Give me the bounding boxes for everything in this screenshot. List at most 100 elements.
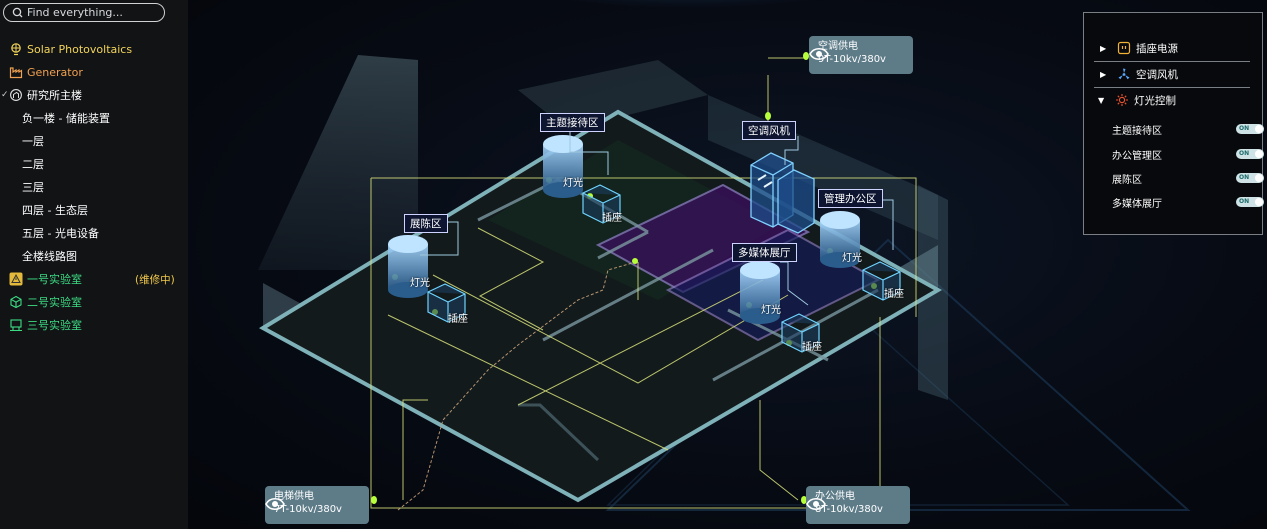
toggle-switch[interactable]: ON (1236, 149, 1264, 159)
power-spec: 9T-10kv/380v (818, 54, 886, 65)
maintenance-badge: (维修中) (135, 274, 175, 286)
zone-tag-ac-fan[interactable]: 空调风机 (742, 121, 796, 140)
toggle-knob (1255, 125, 1263, 133)
power-name: 办公供电 (815, 491, 855, 502)
eye-icon[interactable] (806, 495, 826, 513)
light-row-label: 主题接待区 (1112, 125, 1162, 137)
zone-tag-exhibition[interactable]: 展陈区 (404, 214, 448, 233)
sidebar: Solar Photovoltaics Generator ✓ 研究所主楼 负一… (0, 0, 188, 529)
eye-icon[interactable] (809, 45, 829, 63)
section-label: 灯光控制 (1134, 94, 1176, 107)
socket-icon (1117, 41, 1131, 55)
power-spec: 7T-10kv/380v (274, 504, 342, 515)
light-label: 灯光 (761, 305, 781, 316)
divider (1094, 61, 1250, 62)
tree-item-floor-4[interactable]: 四层 - 生态层 (22, 200, 88, 220)
toggle-switch[interactable]: ON (1236, 173, 1264, 183)
section-label: 插座电源 (1136, 42, 1178, 55)
section-ac-fan[interactable]: ▶ 空调风机 (1084, 62, 1262, 86)
toggle-state: ON (1239, 125, 1250, 132)
top-glow (498, 0, 878, 40)
warning-icon (9, 272, 23, 286)
toggle-switch[interactable]: ON (1236, 197, 1264, 207)
light-row-reception: 主题接待区 ON (1112, 120, 1264, 138)
power-card-office[interactable]: 办公供电 8T-10kv/380v (806, 486, 910, 524)
tree-item-solar-photovoltaics[interactable]: Solar Photovoltaics (9, 39, 132, 59)
tree-item-lab-3[interactable]: 三号实验室 (9, 315, 82, 335)
socket-boxes (427, 184, 901, 353)
tree-item-label: 全楼线路图 (22, 250, 77, 263)
light-row-exhibition: 展陈区 ON (1112, 169, 1264, 187)
socket-label: 插座 (448, 314, 468, 325)
tree-item-floor-1[interactable]: 一层 (22, 131, 44, 151)
tree-item-label: Solar Photovoltaics (27, 42, 133, 56)
factory-icon (9, 67, 23, 79)
light-row-label: 展陈区 (1112, 174, 1142, 186)
tree-item-label: 二号实验室 (27, 296, 82, 309)
tree-item-label: 负一楼 - 储能装置 (22, 112, 110, 125)
back-wall-top (518, 60, 708, 130)
tree-item-floor-3[interactable]: 三层 (22, 177, 44, 197)
tree-item-wiring[interactable]: 全楼线路图 (22, 246, 77, 266)
light-office (820, 211, 860, 268)
toggle-knob (1255, 150, 1263, 158)
power-spec: 8T-10kv/380v (815, 504, 883, 515)
toggle-state: ON (1239, 198, 1250, 205)
light-row-office: 办公管理区 ON (1112, 145, 1264, 163)
zone-tag-multimedia[interactable]: 多媒体展厅 (732, 243, 797, 262)
tree-item-label: 三号实验室 (27, 319, 82, 332)
light-label: 灯光 (842, 253, 862, 264)
light-row-label: 多媒体展厅 (1112, 198, 1162, 210)
fan-icon (1118, 68, 1130, 80)
ac-units (750, 152, 815, 234)
chevron-down-icon[interactable]: ✓ (1, 90, 9, 100)
tree-item-lab-2[interactable]: 二号实验室 (9, 292, 82, 312)
back-wall (258, 55, 418, 270)
wires (370, 57, 917, 509)
control-panel: ▶ 插座电源 ▶ 空调风机 ▼ 灯光控制 主题接待区 ON 办公管理区 ON 展… (1083, 12, 1264, 235)
zone-tag-office[interactable]: 管理办公区 (818, 189, 883, 208)
toggle-switch[interactable]: ON (1236, 124, 1264, 134)
light-exhibition (388, 235, 428, 298)
socket-label: 插座 (802, 342, 822, 353)
sun-panel-icon (11, 43, 21, 56)
tree-item-label: 三层 (22, 181, 44, 194)
power-name: 空调供电 (818, 41, 858, 52)
section-socket-power[interactable]: ▶ 插座电源 (1084, 36, 1262, 60)
tree-item-floor-b1[interactable]: 负一楼 - 储能装置 (22, 108, 110, 128)
light-row-multimedia: 多媒体展厅 ON (1112, 193, 1264, 211)
caret-right-icon: ▶ (1100, 69, 1107, 79)
section-light-control[interactable]: ▼ 灯光控制 (1084, 88, 1262, 112)
divider (1094, 87, 1250, 88)
light-multimedia (740, 261, 780, 324)
tree-item-label: 二层 (22, 158, 44, 171)
socket-label: 插座 (602, 213, 622, 224)
building-icon (10, 89, 22, 101)
tree-item-label: Generator (27, 65, 83, 79)
tree-item-label: 一层 (22, 135, 44, 148)
tree-item-lab-1[interactable]: 一号实验室 (9, 269, 82, 289)
tree-item-label: 研究所主楼 (27, 89, 82, 102)
caret-right-icon: ▶ (1100, 43, 1107, 53)
tree-item-generator[interactable]: Generator (9, 62, 83, 82)
light-label: 灯光 (563, 178, 583, 189)
light-label: 灯光 (410, 278, 430, 289)
power-card-elevator[interactable]: 电梯供电 7T-10kv/380v (265, 486, 369, 524)
power-card-ac[interactable]: 空调供电 9T-10kv/380v (809, 36, 913, 74)
isometric-floor-plan (258, 0, 1191, 511)
zone-tag-reception[interactable]: 主题接待区 (540, 113, 605, 132)
eye-icon[interactable] (265, 495, 285, 513)
search-icon (12, 7, 23, 17)
cube-icon (10, 295, 22, 309)
tree-item-label: 四层 - 生态层 (22, 204, 88, 217)
power-name: 电梯供电 (274, 491, 314, 502)
socket-label: 插座 (884, 289, 904, 300)
search-input[interactable] (25, 6, 157, 19)
tree-item-floor-2[interactable]: 二层 (22, 154, 44, 174)
light-row-label: 办公管理区 (1112, 150, 1162, 162)
tree-item-floor-5[interactable]: 五层 - 光电设备 (22, 223, 99, 243)
search-box[interactable] (3, 3, 165, 22)
caret-down-icon: ▼ (1098, 95, 1105, 105)
light-fixtures (388, 135, 860, 324)
tree-item-main-building[interactable]: ✓ 研究所主楼 (0, 85, 82, 105)
